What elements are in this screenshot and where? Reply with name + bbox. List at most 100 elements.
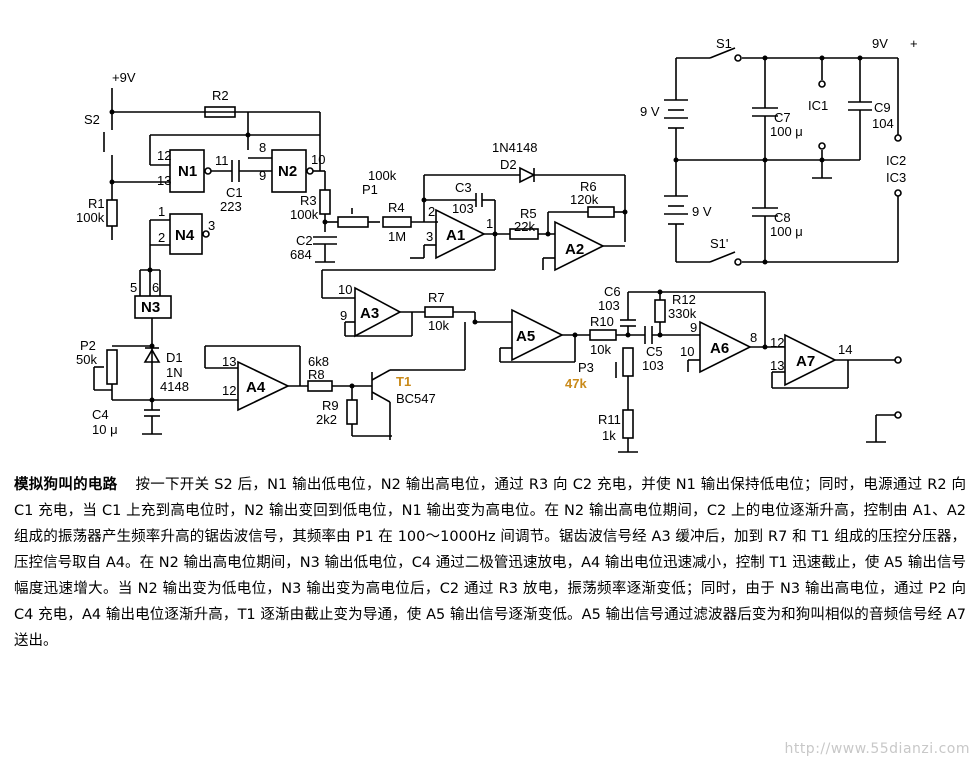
label-p2-value: 50k	[76, 352, 97, 367]
label-ic1: IC1	[808, 98, 828, 113]
label-c5: C5	[646, 344, 663, 359]
label-a2: A2	[565, 241, 584, 258]
label-a1: A1	[446, 227, 465, 244]
label-n4-pin2: 2	[158, 230, 165, 245]
label-r8-value: 6k8	[308, 354, 329, 369]
label-a3-pin9: 9	[340, 308, 347, 323]
label-c2: C2	[296, 233, 313, 248]
label-a1-pin1: 1	[486, 216, 493, 231]
label-n4-pin3: 3	[208, 218, 215, 233]
caption-body: 按一下开关 S2 后，N1 输出低电位，N2 输出高电位，通过 R3 向 C2 …	[14, 477, 967, 649]
label-n3-pin5: 5	[130, 280, 137, 295]
label-r5-value: 22k	[514, 219, 535, 234]
label-a7-pin14: 14	[838, 342, 852, 357]
label-c6: C6	[604, 284, 621, 299]
label-r4: R4	[388, 200, 405, 215]
label-r2: R2	[212, 88, 229, 103]
label-n3-pin6: 6	[152, 280, 159, 295]
label-r12: R12	[672, 292, 696, 307]
label-a5: A5	[516, 328, 535, 345]
label-d2-value: 1N4148	[492, 140, 538, 155]
label-r7-value: 10k	[428, 318, 449, 333]
label-c4: C4	[92, 407, 109, 422]
label-battery-1: 9 V	[640, 104, 660, 119]
label-c5-value: 103	[642, 358, 664, 373]
label-c1: C1	[226, 185, 243, 200]
label-a3-pin10: 10	[338, 282, 352, 297]
label-a6: A6	[710, 340, 729, 357]
label-p3-value: 47k	[565, 376, 587, 391]
label-ic3: IC3	[886, 170, 906, 185]
label-c7: C7	[774, 110, 791, 125]
label-r7: R7	[428, 290, 445, 305]
label-r11: R11	[598, 412, 621, 427]
label-r1: R1	[88, 196, 105, 211]
label-s1: S1	[716, 36, 732, 51]
label-d1-value-b: 4148	[160, 379, 189, 394]
label-a6-pin10: 10	[680, 344, 694, 359]
label-c1-value: 223	[220, 199, 242, 214]
label-r9-value: 2k2	[316, 412, 337, 427]
label-c9: C9	[874, 100, 891, 115]
label-supply-right: 9V	[872, 36, 888, 51]
label-battery-2: 9 V	[692, 204, 712, 219]
label-t1: T1	[396, 374, 411, 389]
label-a1-pin2: 2	[428, 204, 435, 219]
label-r8: R8	[308, 367, 325, 382]
label-a7-pin12: 12	[770, 335, 784, 350]
label-t1-value: BC547	[396, 391, 436, 406]
label-r3-value: 100k	[290, 207, 319, 222]
label-r10: R10	[590, 314, 614, 329]
label-r3: R3	[300, 193, 317, 208]
label-c7-value: 100 μ	[770, 124, 803, 139]
label-a7: A7	[796, 353, 815, 370]
caption: 模拟狗叫的电路按一下开关 S2 后，N1 输出低电位，N2 输出高电位，通过 R…	[14, 472, 966, 654]
label-c2-value: 684	[290, 247, 312, 262]
label-n4: N4	[175, 227, 195, 244]
label-n2: N2	[278, 163, 297, 180]
label-n1: N1	[178, 163, 197, 180]
label-a4-pin12: 12	[222, 383, 236, 398]
label-a6-pin9: 9	[690, 320, 697, 335]
label-plus: +	[910, 36, 918, 51]
label-a7-pin13: 13	[770, 358, 784, 373]
label-c3-value: 103	[452, 201, 474, 216]
label-r4-value: 1M	[388, 229, 406, 244]
label-r10-value: 10k	[590, 342, 611, 357]
label-p1: P1	[362, 182, 378, 197]
label-r5: R5	[520, 206, 537, 221]
label-r6: R6	[580, 179, 597, 194]
label-p2: P2	[80, 338, 96, 353]
label-r12-value: 330k	[668, 306, 697, 321]
label-a6-pin8: 8	[750, 330, 757, 345]
label-a3: A3	[360, 305, 379, 322]
label-n1-pin13: 13	[157, 173, 171, 188]
label-c8: C8	[774, 210, 791, 225]
label-p3: P3	[578, 360, 594, 375]
label-n1-pin11: 11	[215, 153, 229, 168]
label-d1: D1	[166, 350, 183, 365]
label-d1-value-a: 1N	[166, 365, 183, 380]
label-c4-value: 10 μ	[92, 422, 118, 437]
label-n1-pin12: 12	[157, 148, 171, 163]
label-r9: R9	[322, 398, 339, 413]
label-ic2: IC2	[886, 153, 906, 168]
label-n4-pin1: 1	[158, 204, 165, 219]
label-n3: N3	[141, 299, 160, 316]
label-d2: D2	[500, 157, 517, 172]
label-supply-9v: +9V	[112, 70, 136, 85]
watermark: http://www.55dianzi.com	[784, 741, 970, 757]
label-c6-value: 103	[598, 298, 620, 313]
label-s2: S2	[84, 112, 100, 127]
label-n2-pin10: 10	[311, 152, 325, 167]
label-r11-value: 1k	[602, 428, 616, 443]
label-n2-pin9: 9	[259, 168, 266, 183]
label-r1-value: 100k	[76, 210, 105, 225]
caption-title: 模拟狗叫的电路	[14, 477, 118, 493]
label-c9-value: 104	[872, 116, 894, 131]
label-a4: A4	[246, 379, 266, 396]
label-r6-value: 120k	[570, 192, 599, 207]
label-c8-value: 100 μ	[770, 224, 803, 239]
label-n2-pin8: 8	[259, 140, 266, 155]
